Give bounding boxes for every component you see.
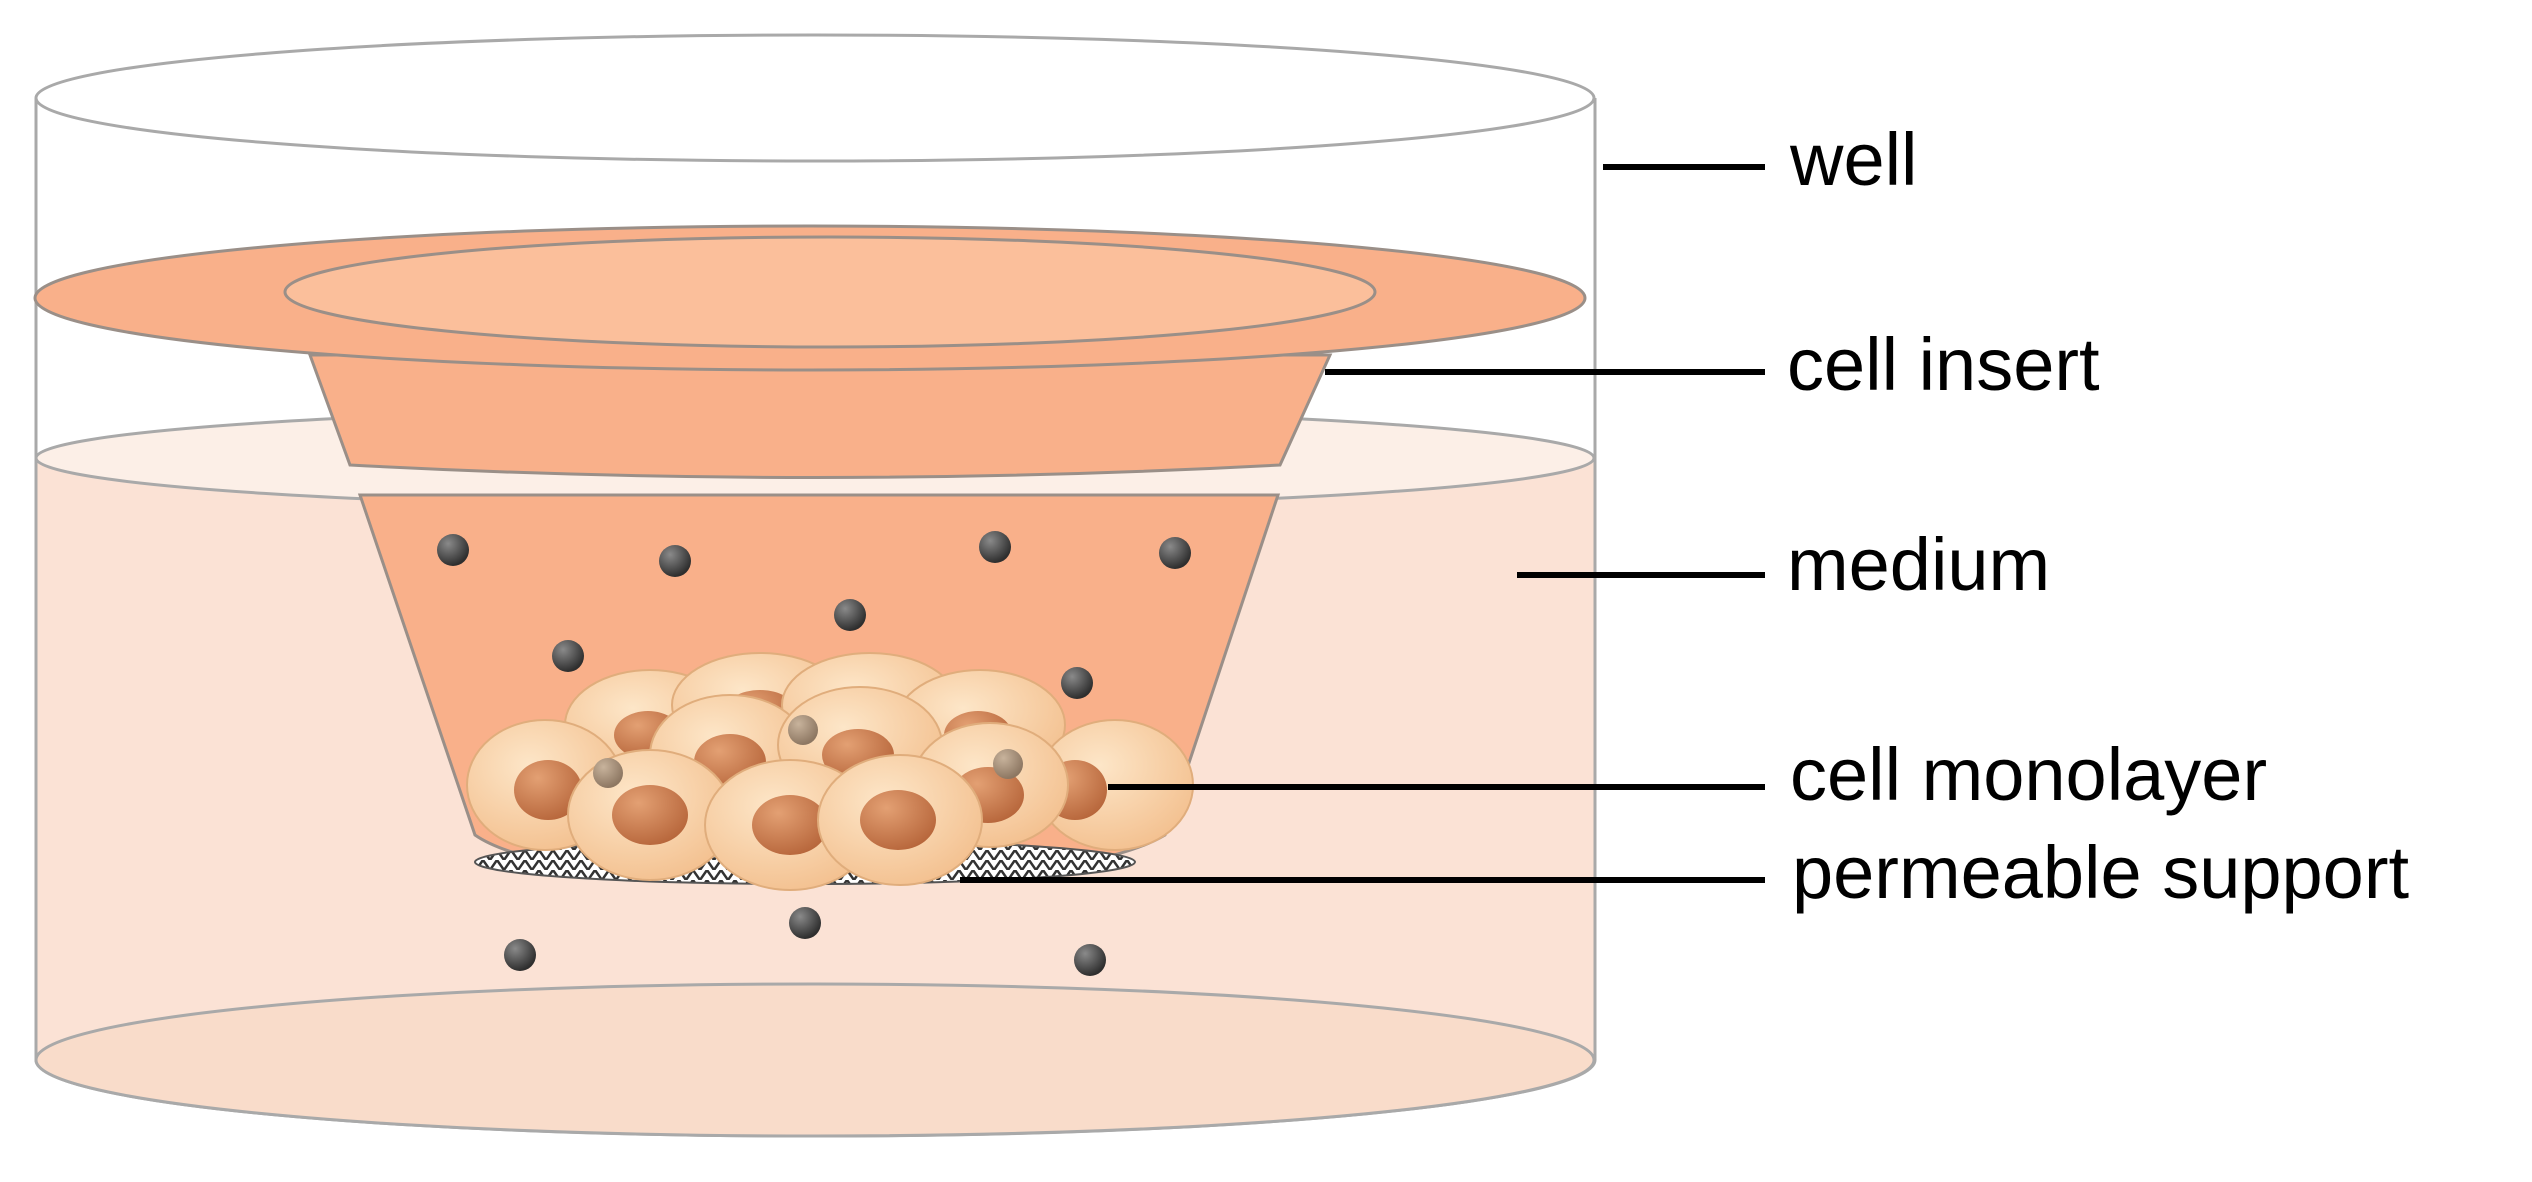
particle [993,749,1023,779]
particle [1159,537,1191,569]
particle [834,599,866,631]
cell-monolayer-label: cell monolayer [1790,733,2267,816]
particle [504,939,536,971]
insert-opening [283,235,1377,349]
cell [817,754,983,886]
well-label: well [1789,118,1917,201]
particle [788,715,818,745]
well-bottom [34,982,1596,1138]
cell-insert-label: cell insert [1787,323,2100,406]
particle [437,534,469,566]
particle [552,640,584,672]
permeable-support-label: permeable support [1792,831,2409,914]
cell-monolayer [466,652,1194,891]
particle [789,907,821,939]
particle [1061,667,1093,699]
medium-label: medium [1787,523,2050,606]
cell-insert-top [33,224,1587,479]
particle [593,758,623,788]
insert-upper-body [307,353,1333,479]
particle [1074,944,1106,976]
particle [659,545,691,577]
well-top-rim [34,33,1596,163]
particle [979,531,1011,563]
particles [437,531,1191,976]
